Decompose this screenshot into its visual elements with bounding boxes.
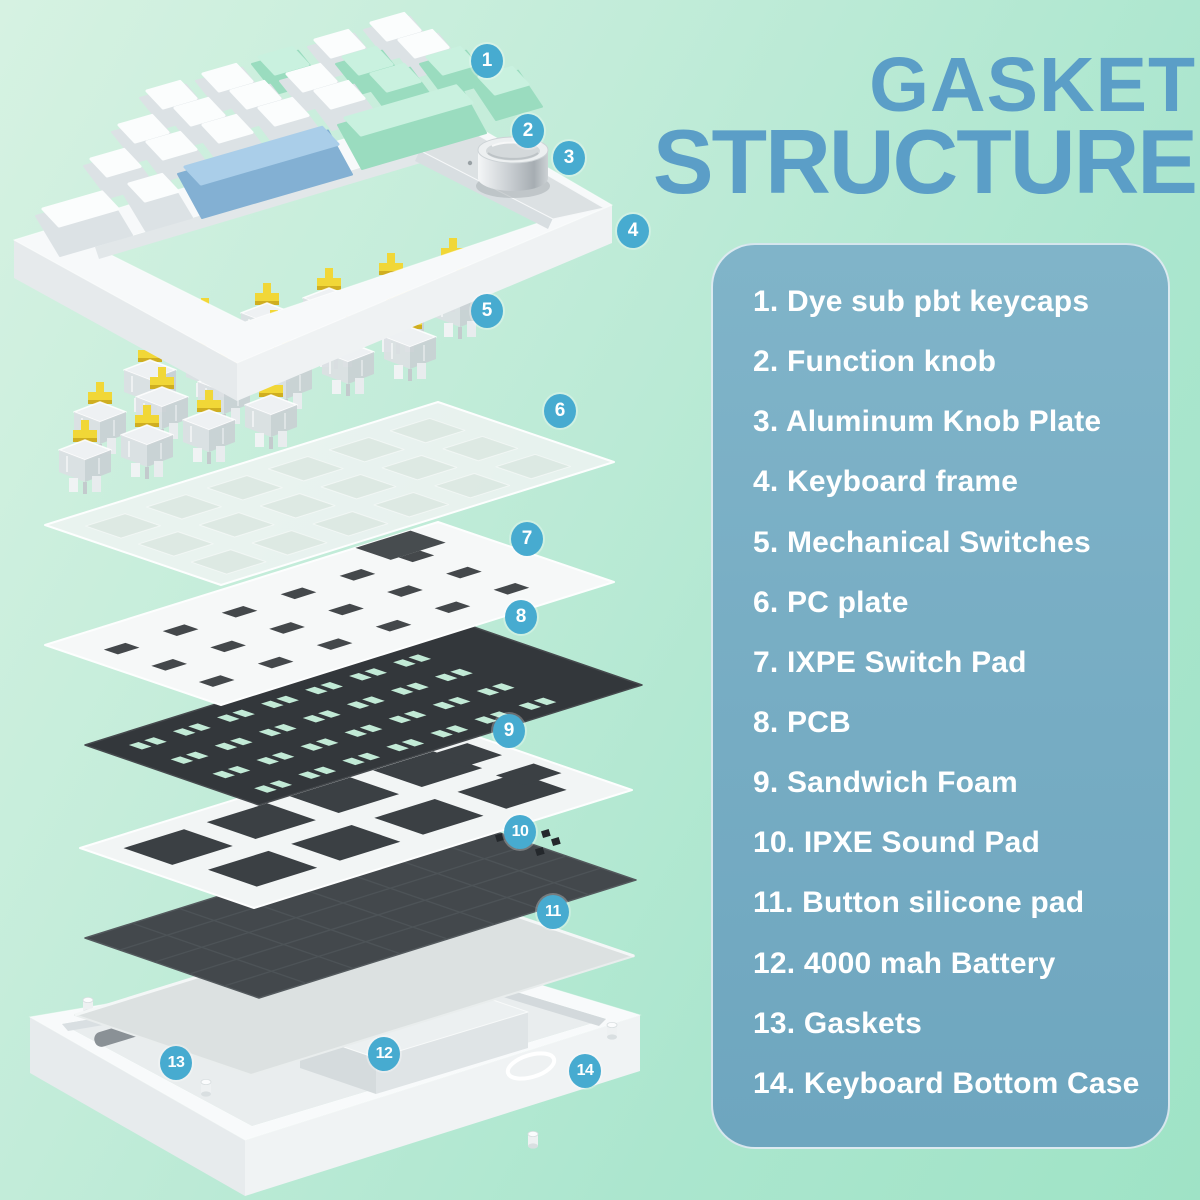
parts-list-item: 9. Sandwich Foam xyxy=(753,766,1018,800)
callout-badge-13: 13 xyxy=(160,1046,192,1080)
callout-badge-3: 3 xyxy=(553,141,585,175)
parts-list-item: 14. Keyboard Bottom Case xyxy=(753,1066,1140,1100)
parts-list-item: 4. Keyboard frame xyxy=(753,465,1019,499)
parts-list-item: 13. Gaskets xyxy=(753,1006,922,1040)
function-knob xyxy=(476,136,550,198)
parts-list: 1. Dye sub pbt keycaps 2. Function knob 3.… xyxy=(753,285,1144,1101)
parts-list-item: 7. IXPE Switch Pad xyxy=(753,645,1027,679)
parts-list-item: 10. IPXE Sound Pad xyxy=(753,826,1041,860)
ixpe-switch-pad-layer xyxy=(44,521,615,706)
keycaps-layer xyxy=(35,11,543,257)
parts-list-item: 1. Dye sub pbt keycaps xyxy=(753,285,1090,318)
parts-list-item: 3. Aluminum Knob Plate xyxy=(753,405,1102,439)
pc-plate-layer xyxy=(44,401,615,586)
parts-list-panel: 1. Dye sub pbt keycaps 2. Function knob 3.… xyxy=(711,243,1170,1149)
callout-badge-11: 11 xyxy=(537,895,569,929)
callout-badge-14: 14 xyxy=(569,1054,601,1088)
callout-badge-2: 2 xyxy=(512,114,544,148)
parts-list-item: 2. Function knob xyxy=(753,345,997,379)
callout-badge-7: 7 xyxy=(511,522,543,556)
callout-badge-5: 5 xyxy=(471,294,503,328)
parts-list-item: 11. Button silicone pad xyxy=(753,886,1085,920)
callout-badge-12: 12 xyxy=(368,1037,400,1071)
callout-badge-6: 6 xyxy=(544,394,576,428)
callout-badge-10: 10 xyxy=(504,815,536,849)
title-line-2: STRUCTURE xyxy=(652,111,1198,213)
parts-list-item: 8. PCB xyxy=(753,705,851,739)
callout-badge-4: 4 xyxy=(617,214,649,248)
page-title: GASKET STRUCTURE xyxy=(652,42,1198,213)
parts-list-item: 6. PC plate xyxy=(753,585,909,619)
parts-list-item: 12. 4000 mah Battery xyxy=(753,946,1056,980)
sandwich-foam-layer xyxy=(79,729,633,909)
title-line-1: GASKET xyxy=(869,42,1196,128)
callout-badge-1: 1 xyxy=(471,44,503,78)
parts-list-item: 5. Mechanical Switches xyxy=(753,525,1091,559)
callout-badge-8: 8 xyxy=(505,600,537,634)
callout-badge-9: 9 xyxy=(493,714,525,748)
